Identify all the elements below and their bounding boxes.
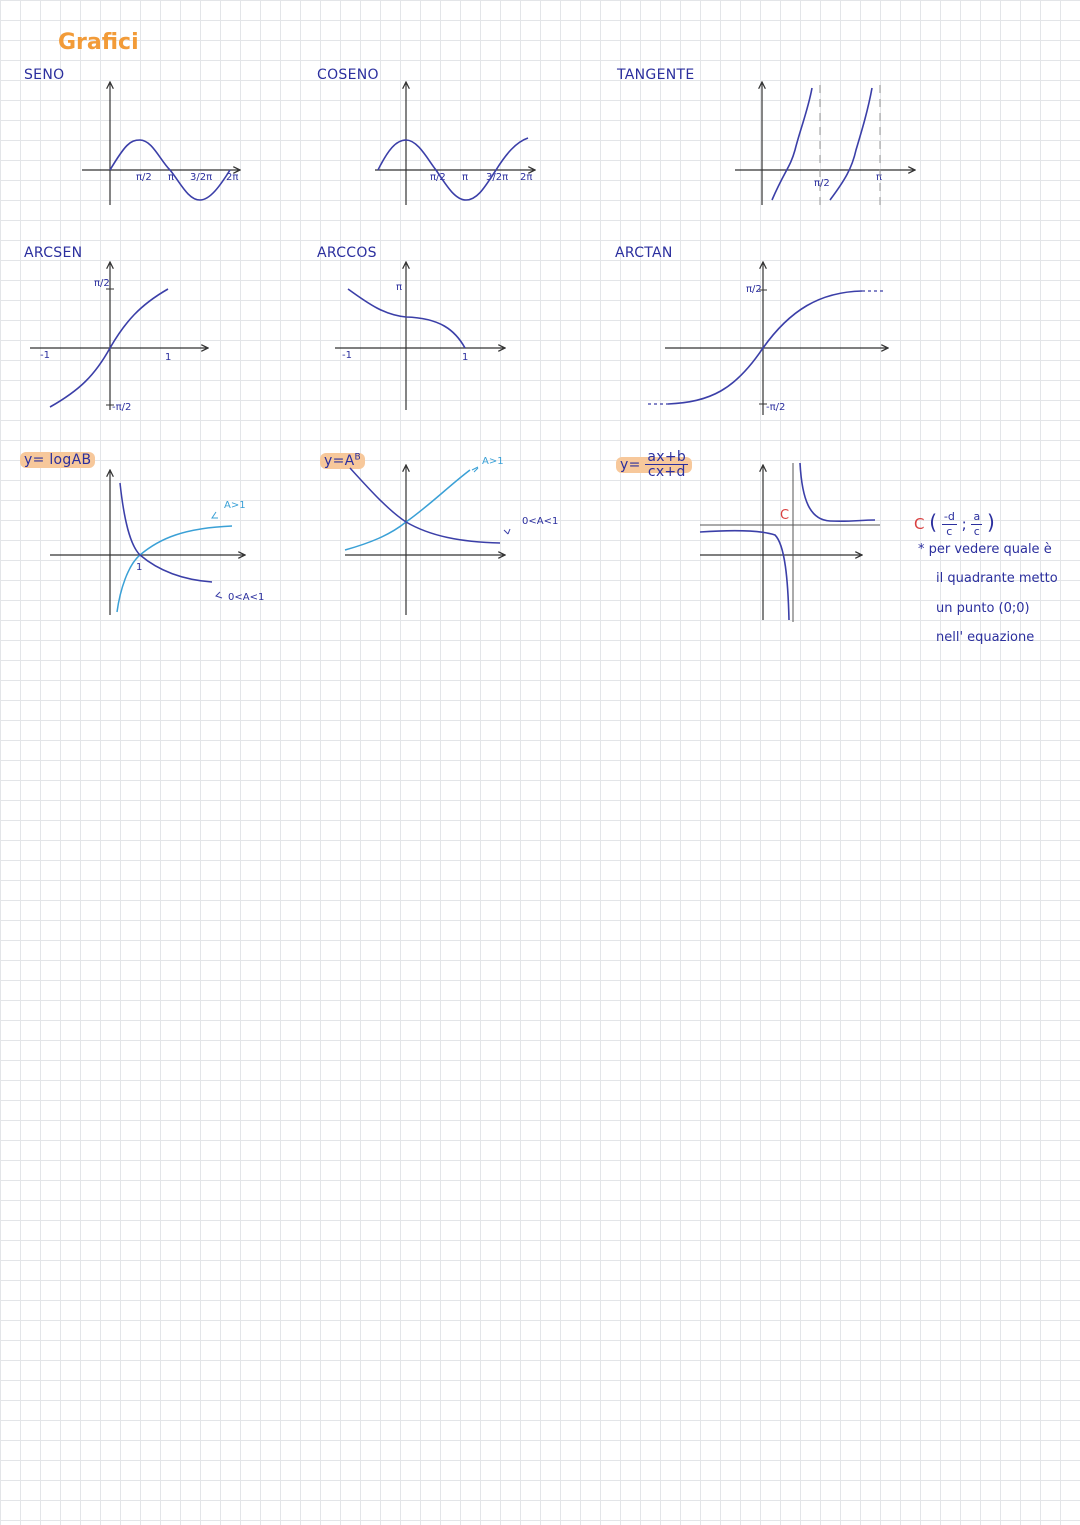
tangente-tick-pi: π [876, 172, 883, 183]
graph-tangente [735, 82, 915, 205]
label-log: y= logAB [20, 452, 96, 468]
label-arcsen: ARCSEN [24, 245, 83, 261]
note-center-x-num: -d [941, 510, 957, 525]
homographic-center-label: C [780, 508, 790, 523]
seno-curve [109, 139, 231, 201]
label-exp: y=AB [320, 452, 365, 469]
log-annotation-gt1: A>1 [224, 500, 246, 511]
log-arrow-lt1 [215, 591, 223, 599]
arctan-curve [667, 290, 863, 405]
label-arctan: ARCTAN [615, 245, 673, 261]
log-formula: y= logAB [20, 452, 96, 468]
note-center-x-den: c [946, 525, 953, 538]
seno-tick-pi-half: π/2 [136, 172, 152, 183]
log-arrow-gt1 [211, 511, 218, 519]
arctan-tick-pi-half: π/2 [746, 284, 762, 295]
exp-formula-exponent: B [354, 452, 361, 462]
coseno-tick-2pi: 2π [520, 172, 533, 183]
graph-homographic [699, 462, 880, 622]
graph-arccos [335, 262, 505, 410]
graph-exp [344, 465, 511, 615]
exp-arrow-lt1 [503, 528, 511, 535]
coseno-tick-pi-half: π/2 [430, 172, 446, 183]
tangente-tick-pi-half: π/2 [814, 178, 830, 189]
note-center-y-num: a [971, 510, 983, 525]
arcsen-tick-neg-pi-half: -π/2 [112, 402, 132, 413]
graph-arcsen [30, 262, 208, 410]
graph-log [50, 470, 245, 615]
homographic-numerator: ax+b [645, 449, 689, 465]
arcsen-tick-neg1: -1 [40, 350, 50, 361]
arccos-tick-pi: π [396, 282, 403, 293]
arccos-tick-neg1: -1 [342, 350, 352, 361]
seno-tick-2pi: 2π [226, 172, 239, 183]
arctan-tick-neg-pi-half: -π/2 [766, 402, 786, 413]
note-line-2: il quadrante metto [936, 571, 1058, 586]
homographic-denominator: cx+d [647, 464, 686, 480]
seno-tick-3half-pi: 3/2π [190, 172, 213, 183]
note-line-4: nell' equazione [936, 630, 1035, 645]
homographic-prefix: y= [620, 456, 641, 473]
arcsen-curve [49, 288, 169, 408]
graph-seno [82, 82, 240, 205]
exp-arrow-gt1 [471, 466, 479, 473]
arcsen-tick-1: 1 [165, 352, 172, 363]
arccos-curve [347, 288, 466, 349]
note-line-1: * per vedere quale è [918, 542, 1052, 557]
note-center-y-den: c [973, 525, 980, 538]
label-tangente: TANGENTE [617, 67, 695, 83]
log-annotation-lt1: 0<A<1 [228, 592, 265, 603]
homographic-branch-upper [799, 462, 876, 523]
arcsen-tick-pi-half: π/2 [94, 278, 110, 289]
homographic-branch-lower [699, 529, 790, 621]
tangente-curve-2 [829, 87, 873, 201]
label-seno: SENO [24, 67, 65, 83]
exp-formula-base: y=A [324, 452, 355, 469]
arccos-tick-1: 1 [462, 352, 469, 363]
log-curve-lt1 [119, 482, 213, 583]
graph-arctan [648, 262, 888, 415]
note-line-3: un punto (0;0) [936, 601, 1030, 616]
exp-annotation-gt1: A>1 [482, 456, 504, 467]
page-title: Grafici [58, 30, 139, 55]
tangente-curve-1 [771, 87, 813, 201]
log-tick-1: 1 [136, 562, 143, 573]
exp-annotation-lt1: 0<A<1 [522, 516, 559, 527]
coseno-tick-pi: π [462, 172, 469, 183]
label-coseno: COSENO [317, 67, 379, 83]
graph-coseno [375, 82, 535, 205]
log-curve-gt1 [116, 525, 233, 613]
coseno-tick-3half-pi: 3/2π [486, 172, 509, 183]
note-center-prefix: C [914, 515, 925, 533]
seno-tick-pi: π [168, 172, 175, 183]
coseno-curve [377, 137, 529, 201]
label-arccos: ARCCOS [317, 245, 377, 261]
exp-curve-lt1 [349, 467, 501, 544]
